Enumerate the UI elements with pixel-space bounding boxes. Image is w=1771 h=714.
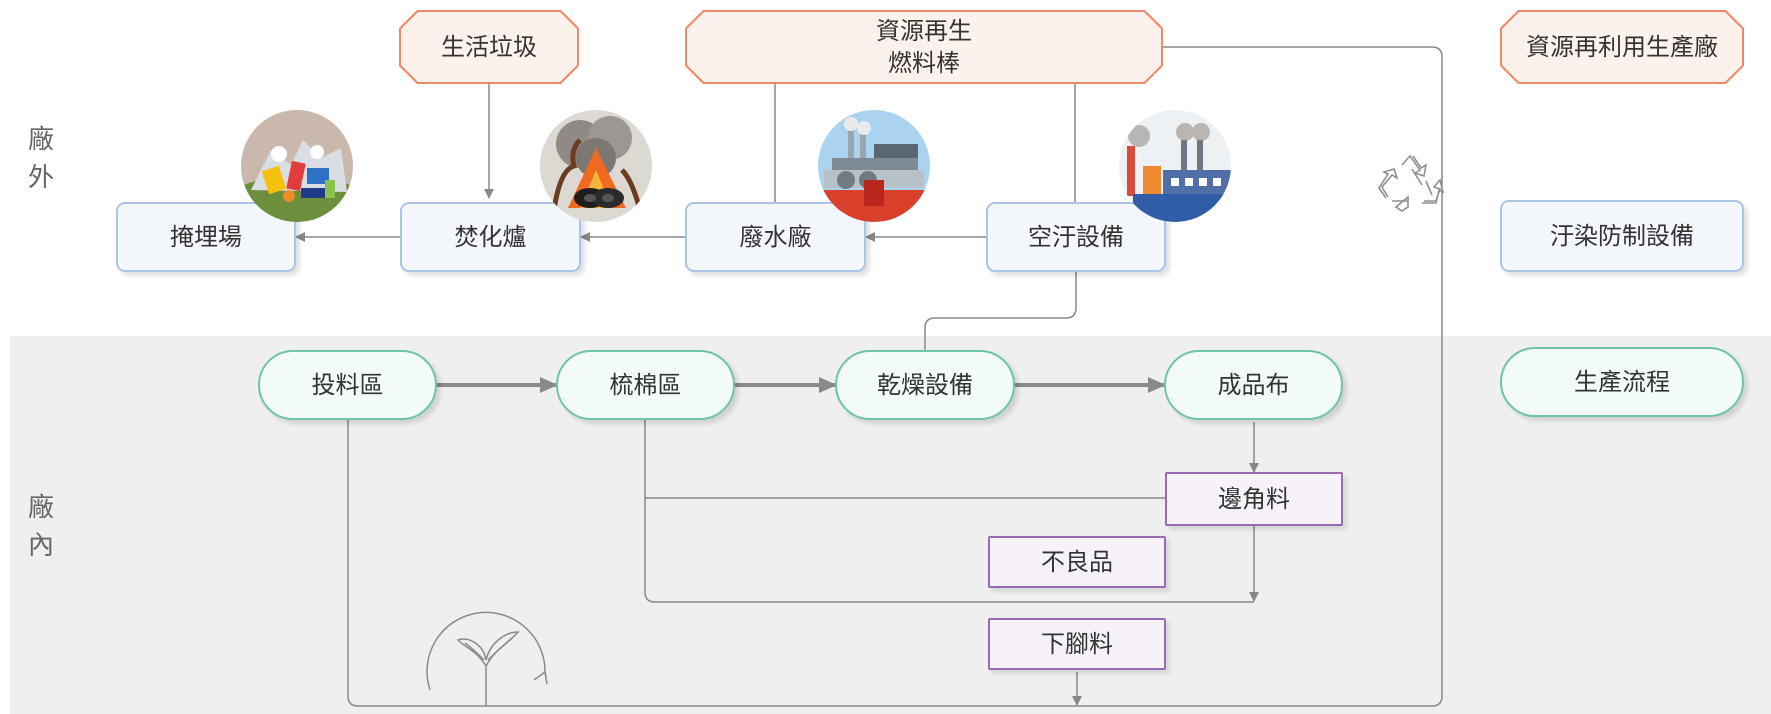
- garbage-pile-icon: [241, 110, 353, 222]
- rdf-node[interactable]: 資源再生 燃料棒: [685, 10, 1163, 84]
- zone-inside-char2: 內: [27, 530, 54, 561]
- zone-outside-char1: 廠: [27, 125, 54, 155]
- zone-outside-label: 廠 外: [26, 122, 56, 197]
- landfill-node[interactable]: 掩埋場: [116, 202, 296, 272]
- burning-tires-icon: [540, 110, 652, 222]
- drying-equipment-node[interactable]: 乾燥設備: [835, 350, 1015, 420]
- legend-recycling-plant: 資源再利用生產廠: [1500, 10, 1744, 84]
- household-waste-label: 生活垃圾: [401, 12, 577, 82]
- defective-products-node[interactable]: 不良品: [988, 536, 1166, 588]
- factory-smoke-icon: [1119, 110, 1231, 222]
- rdf-label-line1: 資源再生: [876, 16, 972, 45]
- household-waste-node[interactable]: 生活垃圾: [399, 10, 579, 84]
- legend-production-process: 生產流程: [1500, 347, 1744, 417]
- legend-recycling-plant-label: 資源再利用生產廠: [1502, 12, 1742, 82]
- connector-carding-to-scraps: [644, 420, 1165, 499]
- connector-leftover-to-rdf: [347, 46, 1443, 707]
- zone-inside-label: 廠 內: [26, 490, 56, 565]
- incinerator-node[interactable]: 焚化爐: [400, 202, 581, 272]
- wastewater-plant-node[interactable]: 廢水廠: [685, 202, 866, 272]
- sprout-icon: [426, 611, 548, 706]
- leftover-material-node[interactable]: 下腳料: [988, 618, 1166, 670]
- carding-area-node[interactable]: 梳棉區: [556, 350, 735, 420]
- air-pollution-equipment-node[interactable]: 空汙設備: [986, 202, 1166, 272]
- rdf-label: 資源再生 燃料棒: [687, 12, 1161, 82]
- rdf-label-line2: 燃料棒: [888, 49, 960, 77]
- legend-pollution-control: 汙染防制設備: [1500, 200, 1744, 272]
- feeding-area-node[interactable]: 投料區: [258, 350, 437, 420]
- connector-air-to-drying: [924, 272, 1077, 350]
- zone-outside-char2: 外: [27, 162, 54, 193]
- finished-fabric-node[interactable]: 成品布: [1164, 350, 1343, 420]
- wastewater-plant-icon: [818, 110, 930, 222]
- zone-inside-char1: 廠: [27, 493, 54, 523]
- edge-scraps-node[interactable]: 邊角料: [1165, 472, 1343, 526]
- recycle-icon: [1378, 154, 1445, 212]
- connector-carding-to-defective: [644, 498, 1254, 603]
